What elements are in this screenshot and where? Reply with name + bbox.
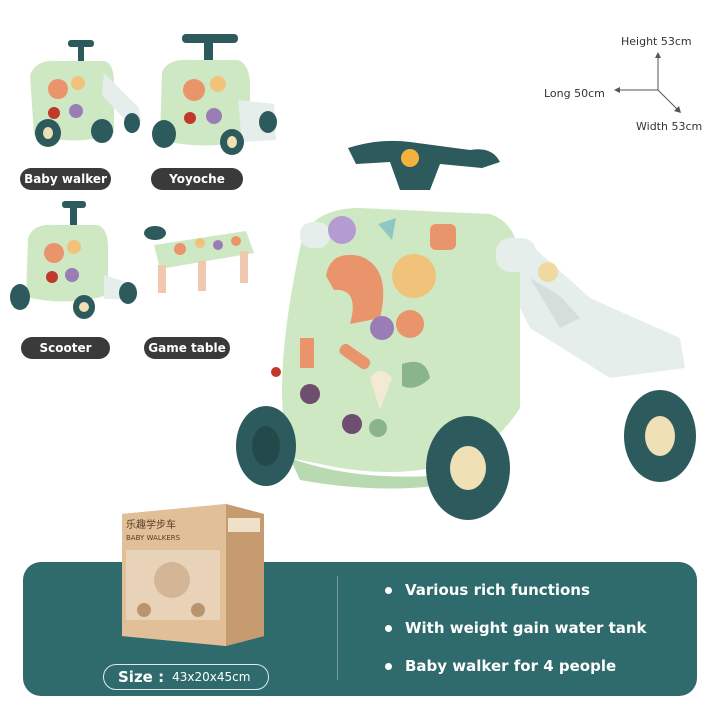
feature-text: With weight gain water tank xyxy=(405,619,647,637)
bullet-icon xyxy=(385,587,392,594)
width-dimension: Width 53cm xyxy=(636,120,703,133)
bullet-icon xyxy=(385,625,392,632)
long-dimension: Long 50cm xyxy=(544,87,605,100)
game-table-thumbnail xyxy=(144,226,254,293)
dimension-axes-icon xyxy=(614,52,681,113)
mode-label-scooter: Scooter xyxy=(21,337,110,359)
mode-label-game-table: Game table xyxy=(144,337,230,359)
size-value: 43x20x45cm xyxy=(172,670,251,684)
panel-divider xyxy=(337,576,338,680)
mode-label-baby-walker: Baby walker xyxy=(20,168,111,190)
baby-walker-thumbnail xyxy=(30,40,142,147)
yoyoche-thumbnail xyxy=(152,34,277,155)
box-chinese-title: 乐趣学步车 xyxy=(126,518,176,531)
feature-item: Baby walker for 4 people xyxy=(385,654,647,692)
size-label: Size : xyxy=(118,668,165,686)
height-dimension: Height 53cm xyxy=(621,35,692,48)
baby-walker-product-image xyxy=(236,140,696,520)
scooter-thumbnail xyxy=(10,201,137,319)
mode-label-yoyoche: Yoyoche xyxy=(151,168,243,190)
box-english-title: BABY WALKERS xyxy=(126,534,181,542)
feature-text: Baby walker for 4 people xyxy=(405,657,617,675)
feature-item: Various rich functions xyxy=(385,578,647,616)
feature-item: With weight gain water tank xyxy=(385,616,647,654)
feature-text: Various rich functions xyxy=(405,581,590,599)
bullet-icon xyxy=(385,663,392,670)
package-box-image: 乐趣学步车 BABY WALKERS xyxy=(122,504,264,646)
feature-list: Various rich functions With weight gain … xyxy=(385,578,647,692)
size-pill: Size : 43x20x45cm xyxy=(103,664,269,690)
